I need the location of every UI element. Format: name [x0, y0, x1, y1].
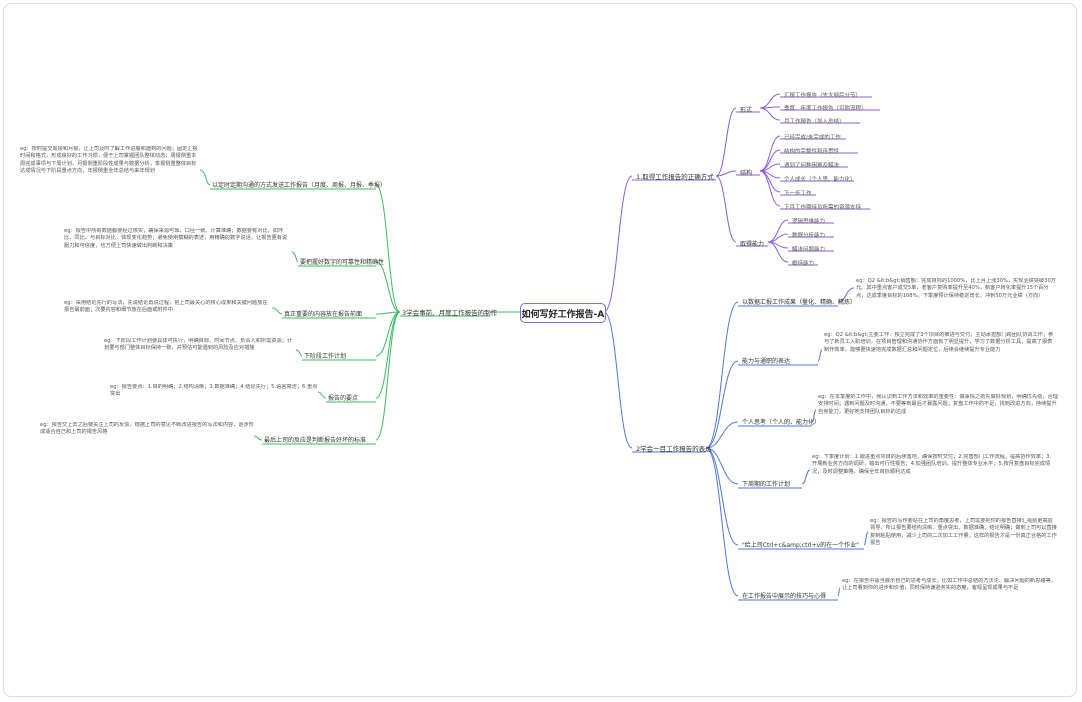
leaf[interactable]: 数据分析能力 — [792, 233, 826, 239]
note-text: eg：在本季度的工作中，我认识到工作方法和效率的重要性：做事情之前先做好规划，明… — [818, 394, 1058, 415]
edge-b3-1-n — [199, 169, 211, 186]
edge-b2-1-n — [837, 287, 855, 303]
edge-b3-4 — [375, 311, 401, 357]
topic-b1[interactable]: 1.取得工作报告的正确方式 — [636, 173, 714, 181]
subtopic-jiegou[interactable]: 结构 — [740, 170, 753, 177]
leaf[interactable]: 季度、年度工作报告（可附流程） — [784, 106, 867, 112]
note-text: eg：在报告中适当展示自己的思考与成长，比如工作中总结的方法论、解决问题的新思路… — [842, 578, 1056, 592]
note-text: eg：报告中所有数据都要经过核实，确保来源可靠、口径一致、计算准确；数据要有对比… — [64, 228, 288, 249]
edge-b1-nengli — [715, 175, 737, 243]
note-text: eg：Q2 &lt;b&gt;主要工作：独立完成了3个项目的推进与交付，主动承担… — [824, 332, 1054, 353]
subtopic[interactable]: 下周期的工作计划 — [742, 481, 791, 488]
edge-xs-3 — [759, 107, 781, 121]
topic-b2[interactable]: 2学会一目工作报告的表达 — [636, 445, 712, 453]
edge-b3-5-n — [317, 391, 327, 399]
edge-b2-5-n — [863, 531, 869, 546]
edge-b2-6 — [705, 447, 739, 597]
subtopic[interactable]: 个人思考（个人的、能力化） — [742, 419, 821, 426]
leaf[interactable]: 月工作报告（加入总结） — [784, 119, 845, 125]
edge-b3-2 — [375, 261, 401, 313]
leaf[interactable]: 个人成长（个人思、能力化） — [784, 177, 856, 183]
subtopic-xingshi[interactable]: 形式 — [740, 107, 753, 114]
edge-b2-3 — [705, 421, 739, 449]
edge-b1-xingshi — [715, 107, 737, 177]
leaf[interactable]: 结构的完整性和连贯性 — [784, 149, 840, 155]
subtopic[interactable]: "给上司Ctrl+c&amp;ctrl+v的在一个作业" — [742, 542, 859, 549]
edge-b2-4-n — [801, 469, 811, 485]
edge-b2-5 — [705, 447, 739, 546]
edge-b2-2 — [705, 360, 739, 449]
subtopic[interactable]: 下阶段工作计划 — [304, 353, 347, 360]
subtopic-nengli[interactable]: 取得能力 — [740, 241, 765, 248]
note-text: eg：报告要点：1.目的明确；2.结构清晰；3.数据准确；4.结论先行；5.语言… — [110, 384, 318, 398]
leaf[interactable]: 解决问题能力 — [792, 247, 826, 253]
note-text: eg：报告的写作要站在上司的角度思考，上司需要把你的报告直接汇报给更高层领导，所… — [870, 518, 1057, 546]
canvas-frame — [3, 3, 1077, 697]
edge-xs-1 — [759, 93, 781, 109]
note-text: eg：Q2 &lt;b&gt;销售额：完成目标的1000%，比上月上涨30%，实… — [856, 278, 1056, 299]
edge-b3-6-n — [253, 435, 263, 441]
leaf[interactable]: 下一步工作 — [784, 191, 812, 197]
edge-b2-6-n — [837, 587, 841, 597]
note-text: eg：按时提交周报和月报，让上司及时了解工作进展和遇到的问题；固定汇报时间和格式… — [20, 146, 198, 174]
subtopic[interactable]: 在工作报告中展示的技巧与心得 — [742, 593, 827, 600]
leaf[interactable]: 逻辑思维能力 — [792, 219, 826, 225]
leaf[interactable]: 下月工作期待及所需的资源支持 — [784, 205, 862, 211]
subtopic[interactable]: 报告的要点 — [328, 395, 359, 402]
edge-nl-4 — [767, 241, 789, 263]
subtopic[interactable]: 真正重要的内容放在报告前面 — [284, 311, 363, 318]
note-text: eg：报告交上去之后要关注上司的反馈，根据上司的意见不断改进报告的写法和内容，逐… — [40, 422, 254, 436]
edge-b2-2-n — [817, 349, 823, 362]
leaf[interactable]: 遇到了何种困难及解决 — [784, 163, 840, 169]
subtopic[interactable]: 要把握好数字的可靠性和精确性 — [300, 259, 385, 266]
edge-jg-1 — [759, 135, 781, 172]
edge-b3-4-n — [295, 349, 303, 357]
edge-nl-1 — [767, 219, 789, 243]
leaf[interactable]: 概括能力 — [792, 261, 815, 267]
leaf[interactable]: 已经完成/未完成的工作 — [784, 135, 841, 141]
edge-b2-4 — [705, 447, 739, 485]
edge-b3-6 — [375, 311, 401, 441]
edge-b2-3-n — [811, 409, 817, 423]
note-text: eg：下阶段工作计划要具体可执行，明确目标、时间节点、负责人和所需资源；计划要与… — [104, 338, 293, 352]
edge-b3-2-n — [291, 251, 299, 263]
subtopic[interactable]: 以定时定期沟通的方式发送工作报告（月度、周报、月报、季报） — [212, 182, 387, 189]
edge-b3-1 — [375, 184, 401, 313]
subtopic[interactable]: 以数据汇报工作成果（量化、精确、精炼） — [742, 299, 857, 306]
note-text: eg：下季度计划：1.跟进重点项目的后续落地，确保按时交付；2.完善部门工作流程… — [812, 454, 1052, 475]
edge-root-b1 — [603, 175, 633, 313]
subtopic[interactable]: 最后上司的反应是判断报告好坏的标准 — [264, 437, 367, 444]
subtopic[interactable]: 能力与通职的表达 — [742, 358, 791, 365]
note-text: eg：采用结论先行的写法，先说结论再说过程，把上司最关心的核心成果和关键问题放在… — [64, 300, 268, 314]
edge-root-b2 — [603, 311, 633, 449]
root-topic[interactable]: 如何写好工作报告-A — [520, 303, 606, 323]
edge-b2-1 — [705, 301, 739, 449]
edge-b1-jiegou — [715, 170, 737, 177]
leaf[interactable]: 汇报工作报告（先大纲后分节） — [784, 93, 862, 99]
edge-b3-3-n — [271, 307, 283, 315]
topic-b3[interactable]: 3学会事前、月度工作报告的制作 — [402, 309, 498, 317]
edge-jg-6 — [759, 170, 781, 207]
edge-b3-3 — [375, 311, 401, 315]
